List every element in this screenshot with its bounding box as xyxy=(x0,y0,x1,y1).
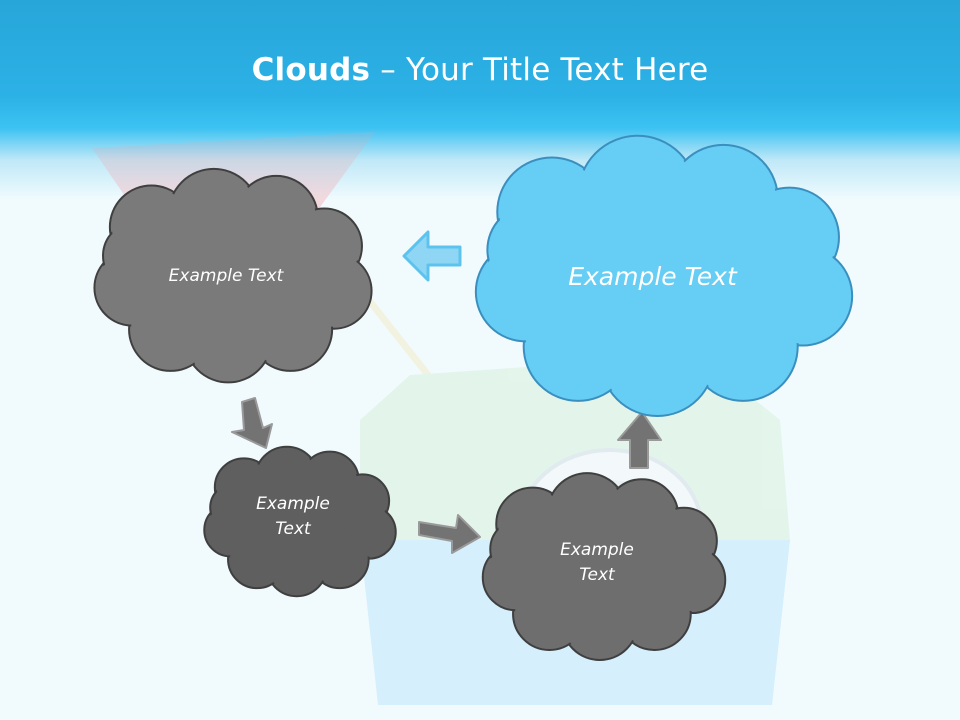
title-rest: Your Title Text Here xyxy=(406,52,709,88)
title-bold: Clouds xyxy=(251,52,371,88)
arrow-down-gray xyxy=(231,397,273,449)
cloud-text-bottom-right: Example Text xyxy=(560,540,634,585)
arrow-right-gray xyxy=(418,514,481,554)
cloud-text-middle-left: Example Text xyxy=(256,494,330,539)
cloud-top-right xyxy=(474,134,854,417)
arrow-left-blue xyxy=(402,230,462,282)
slide-title: Clouds – Your Title Text Here xyxy=(0,52,960,88)
cloud-text-top-left: Example Text xyxy=(168,266,284,286)
cloud-text-top-right: Example Text xyxy=(568,262,737,291)
cloud-top-left xyxy=(93,167,373,384)
arrow-up-gray xyxy=(617,411,662,469)
cloud-bottom-right xyxy=(481,472,727,661)
title-dash: – xyxy=(370,52,406,88)
cloud-middle-left xyxy=(203,445,397,598)
